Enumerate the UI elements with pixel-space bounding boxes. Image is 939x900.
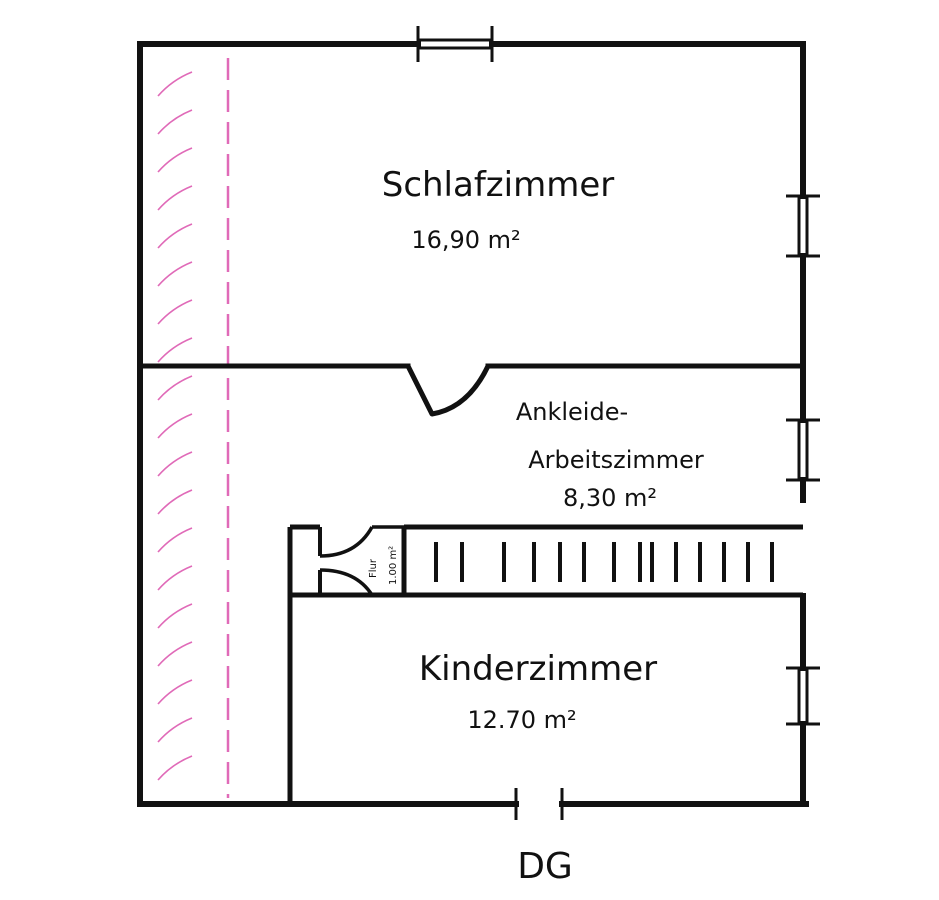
schlafzimmer-name: Schlafzimmer <box>382 165 615 205</box>
flur-name: Flur <box>368 558 379 578</box>
hatch-stroke <box>157 755 193 781</box>
kinderzimmer-name: Kinderzimmer <box>419 649 657 689</box>
ankleide-name-line1: Ankleide- <box>516 398 628 426</box>
hatch-stroke <box>157 489 193 515</box>
window-top <box>416 26 494 62</box>
outer-walls <box>137 41 809 807</box>
hatch-stroke <box>157 679 193 705</box>
ankleide-name-line2: Arbeitszimmer <box>528 446 704 474</box>
hatch-stroke <box>157 641 193 667</box>
hatch-stroke <box>157 451 193 477</box>
hatch-stroke <box>157 261 193 287</box>
hatch-stroke <box>157 71 193 97</box>
door-swing-upper <box>405 364 491 417</box>
hatch-stroke <box>157 185 193 211</box>
hatch-stroke <box>157 223 193 249</box>
hatch-stroke <box>157 413 193 439</box>
window-right-2 <box>786 418 820 482</box>
ankleide-area: 8,30 m² <box>563 484 657 512</box>
stair-treads <box>434 542 774 582</box>
floor-label: DG <box>517 846 573 887</box>
kinderzimmer-area: 12.70 m² <box>467 706 576 734</box>
window-right-3 <box>786 666 820 726</box>
flur-area: 1.00 m² <box>388 546 399 585</box>
hatch-stroke <box>157 527 193 553</box>
hatch-stroke <box>157 337 193 363</box>
hatch-stroke <box>157 109 193 135</box>
hatch-stroke <box>157 147 193 173</box>
hatch-stroke <box>157 299 193 325</box>
hatch-stroke <box>157 717 193 743</box>
schlafzimmer-area: 16,90 m² <box>411 226 520 254</box>
roof-slope-hatch <box>157 71 193 781</box>
hatch-stroke <box>157 565 193 591</box>
hatch-stroke <box>157 603 193 629</box>
flur-doors <box>319 525 404 597</box>
window-right-1 <box>786 194 820 258</box>
hatch-stroke <box>157 375 193 401</box>
window-bottom <box>514 788 564 820</box>
